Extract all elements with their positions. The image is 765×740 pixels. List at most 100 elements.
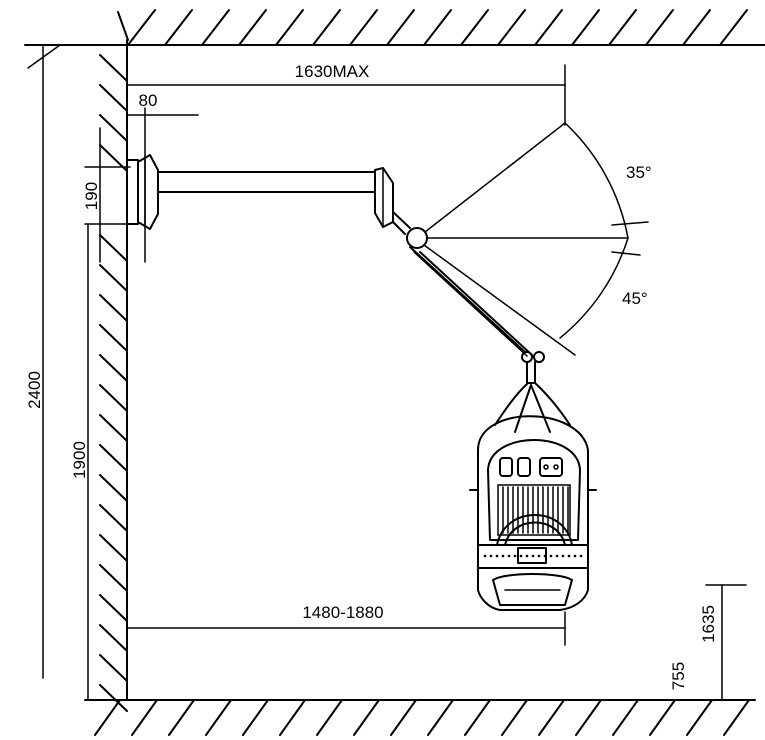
rim-dot bbox=[495, 554, 499, 558]
rim-dot bbox=[501, 554, 505, 558]
hatch-line bbox=[99, 594, 128, 622]
upper-angle-line bbox=[424, 122, 566, 233]
hatch-line bbox=[312, 9, 341, 46]
diagonal-arm bbox=[409, 246, 533, 357]
hatch-line bbox=[99, 624, 128, 652]
hood-handle bbox=[517, 547, 547, 564]
hatch-line bbox=[201, 9, 230, 46]
label-angle-down: 45° bbox=[622, 289, 648, 308]
rim-dot bbox=[579, 554, 583, 558]
hatch-line bbox=[99, 474, 128, 502]
label-mount-height: 1900 bbox=[70, 441, 89, 479]
pivot-joint bbox=[392, 211, 428, 249]
lower-angle-line bbox=[423, 244, 576, 356]
hatch-line bbox=[131, 699, 158, 736]
hatch-line bbox=[427, 699, 454, 736]
dial-middle-icon bbox=[517, 457, 531, 477]
hatch-line bbox=[99, 84, 128, 112]
hatch-line bbox=[275, 9, 304, 46]
dimension-horizontal-range: 1480-1880 bbox=[126, 603, 566, 646]
label-bracket-depth: 80 bbox=[139, 91, 158, 110]
hatch-line bbox=[649, 699, 676, 736]
label-bracket-height: 190 bbox=[82, 182, 101, 210]
hood-bottom-rim bbox=[492, 573, 573, 606]
wall-bracket bbox=[126, 154, 159, 230]
hatch-line bbox=[464, 699, 491, 736]
hatch-line bbox=[205, 699, 232, 736]
dimension-total-height: 2400 bbox=[25, 44, 61, 679]
rim-dot bbox=[519, 554, 523, 558]
hatch-line bbox=[99, 504, 128, 532]
floor bbox=[84, 699, 756, 736]
hatch-line bbox=[117, 11, 129, 41]
dryer-hood bbox=[469, 351, 597, 611]
lower-arc bbox=[559, 237, 629, 339]
hatch-line bbox=[242, 699, 269, 736]
hatch-line bbox=[316, 699, 343, 736]
hatch-line bbox=[99, 444, 128, 472]
label-angle-up: 35° bbox=[626, 163, 652, 182]
rim-dot bbox=[561, 554, 565, 558]
rim-dot bbox=[567, 554, 571, 558]
hatch-line bbox=[99, 294, 128, 322]
dimension-mount-height: 1900 bbox=[70, 224, 89, 701]
rim-dot bbox=[531, 554, 535, 558]
hatch-line bbox=[99, 654, 128, 682]
hatch-line bbox=[612, 699, 639, 736]
hatch-line bbox=[501, 699, 528, 736]
rim-dot bbox=[483, 554, 487, 558]
hatch-line bbox=[390, 699, 417, 736]
hatch-line bbox=[723, 699, 750, 736]
rim-dot bbox=[507, 554, 511, 558]
hatch-line bbox=[497, 9, 526, 46]
rim-dot bbox=[549, 554, 553, 558]
rim-dot bbox=[555, 554, 559, 558]
label-horizontal-range: 1480-1880 bbox=[302, 603, 383, 622]
rim-dot bbox=[513, 554, 517, 558]
control-panel-icon bbox=[539, 457, 563, 477]
ceiling bbox=[24, 9, 765, 46]
horizontal-arm bbox=[157, 167, 394, 228]
hood-opening-arch bbox=[496, 514, 573, 546]
rim-dot bbox=[489, 554, 493, 558]
hatch-line bbox=[645, 9, 674, 46]
hatch-line bbox=[682, 9, 711, 46]
rim-dot bbox=[537, 554, 541, 558]
dimension-max-reach: 1630MAX bbox=[126, 62, 566, 126]
hatch-line bbox=[238, 9, 267, 46]
hatch-line bbox=[534, 9, 563, 46]
hatch-line bbox=[99, 54, 128, 82]
label-max-reach: 1630MAX bbox=[295, 62, 370, 81]
hatch-line bbox=[164, 9, 193, 46]
hatch-line bbox=[571, 9, 600, 46]
hatch-line bbox=[99, 264, 128, 292]
label-total-height: 2400 bbox=[25, 371, 44, 409]
hatch-line bbox=[460, 9, 489, 46]
hatch-line bbox=[99, 354, 128, 382]
angle-lines bbox=[423, 122, 649, 356]
hatch-line bbox=[99, 684, 128, 712]
hatch-line bbox=[719, 9, 748, 46]
hatch-line bbox=[94, 699, 121, 736]
label-head-height-min: 755 bbox=[669, 662, 688, 690]
hatch-line bbox=[127, 9, 156, 46]
rim-dot bbox=[573, 554, 577, 558]
dimension-bracket-height: 190 bbox=[82, 127, 131, 263]
dimension-bracket-depth: 80 bbox=[126, 91, 199, 263]
hatch-line bbox=[538, 699, 565, 736]
hatch-line bbox=[99, 534, 128, 562]
hatch-line bbox=[99, 324, 128, 352]
hatch-line bbox=[99, 234, 128, 262]
label-head-height-max: 1635 bbox=[699, 605, 718, 643]
hatch-line bbox=[608, 9, 637, 46]
hatch-line bbox=[423, 9, 452, 46]
wall-hatch bbox=[99, 54, 128, 712]
hatch-line bbox=[686, 699, 713, 736]
ceiling-hatch bbox=[117, 9, 748, 46]
hatch-line bbox=[99, 564, 128, 592]
hatch-line bbox=[99, 384, 128, 412]
vent-grille bbox=[497, 484, 571, 536]
upper-arc bbox=[564, 122, 629, 239]
